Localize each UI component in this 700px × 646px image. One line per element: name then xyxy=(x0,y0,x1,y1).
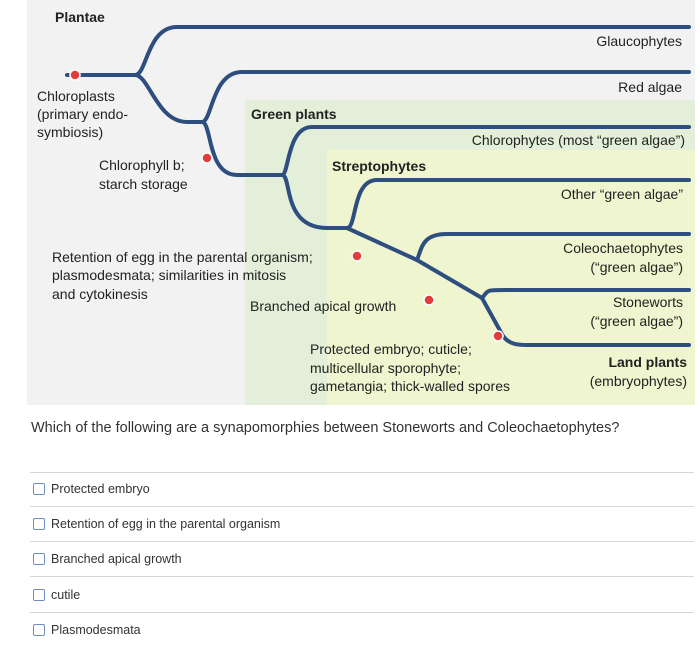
option-branched-apical-growth[interactable]: Branched apical growth xyxy=(33,549,182,569)
option-plasmodesmata[interactable]: Plasmodesmata xyxy=(33,620,141,640)
trait-protected-embryo-3: gametangia; thick-walled spores xyxy=(310,378,510,394)
option-label: cutile xyxy=(51,588,81,602)
branch-coleochaetophytes xyxy=(415,232,691,262)
trait-chloroplasts-2: (primary endo- xyxy=(37,106,128,122)
trait-chloroplasts: Chloroplasts xyxy=(37,88,115,104)
branch-red-algae xyxy=(200,70,691,124)
branch-chlorophytes xyxy=(280,125,691,177)
trait-egg-retention-2: plasmodesmata; similarities in mitosis xyxy=(52,267,286,283)
checkbox-plasmodesmata[interactable] xyxy=(33,624,45,636)
marker-egg-retention xyxy=(351,250,363,262)
option-label: Retention of egg in the parental organis… xyxy=(51,517,281,531)
branch-green-plants xyxy=(200,120,284,177)
divider xyxy=(30,612,694,613)
trait-branched-growth: Branched apical growth xyxy=(250,298,396,314)
branch-stoneworts-plus xyxy=(415,258,484,300)
label-embryophytes: (embryophytes) xyxy=(590,373,687,389)
branch-glaucophytes xyxy=(133,25,691,77)
label-coleochaetophytes-note: (“green algae”) xyxy=(590,259,683,275)
trait-starch-storage: starch storage xyxy=(99,176,188,192)
trait-chlorophyll-b: Chlorophyll b; xyxy=(99,157,185,173)
checkbox-protected-embryo[interactable] xyxy=(33,483,45,495)
checkbox-retention-of-egg[interactable] xyxy=(33,518,45,530)
label-green-plants: Green plants xyxy=(251,106,337,122)
divider xyxy=(30,472,694,473)
branch-chloroplast-clade xyxy=(133,73,204,124)
label-plantae: Plantae xyxy=(55,9,105,25)
label-coleochaetophytes: Coleochaetophytes xyxy=(563,240,683,256)
marker-protected-embryo xyxy=(492,330,504,342)
branch-other-green-algae xyxy=(345,178,691,230)
tip-labels: Glaucophytes Red algae Chlorophytes (mos… xyxy=(472,33,687,389)
option-label: Branched apical growth xyxy=(51,552,182,566)
label-land-plants: Land plants xyxy=(608,354,687,370)
label-glaucophytes: Glaucophytes xyxy=(596,33,682,49)
checkbox-branched-apical-growth[interactable] xyxy=(33,553,45,565)
trait-egg-retention-3: and cytokinesis xyxy=(52,286,148,302)
divider xyxy=(30,576,694,577)
phylogeny-figure: Glaucophytes Red algae Chlorophytes (mos… xyxy=(27,0,695,405)
trait-protected-embryo: Protected embryo; cuticle; xyxy=(310,341,472,357)
branch-streptophytes xyxy=(280,173,349,230)
tree-markers xyxy=(69,69,504,342)
option-label: Protected embryo xyxy=(51,482,150,496)
branch-stoneworts xyxy=(480,288,691,300)
marker-chlorophyll-b xyxy=(201,152,213,164)
marker-chloroplasts xyxy=(69,69,81,81)
question-text: Which of the following are a synapomorph… xyxy=(31,420,620,436)
trait-labels: Chloroplasts (primary endo- symbiosis) C… xyxy=(37,88,510,394)
label-streptophytes: Streptophytes xyxy=(332,158,426,174)
option-cutile[interactable]: cutile xyxy=(33,585,80,605)
label-stoneworts-note: (“green algae”) xyxy=(590,313,683,329)
divider xyxy=(30,506,694,507)
label-stoneworts: Stoneworts xyxy=(613,294,683,310)
tree-branches xyxy=(65,25,691,347)
trait-protected-embryo-2: multicellular sporophyte; xyxy=(310,360,461,376)
option-protected-embryo[interactable]: Protected embryo xyxy=(33,479,150,499)
divider xyxy=(30,541,694,542)
group-labels: Plantae Green plants Streptophytes xyxy=(55,9,426,174)
marker-branched-growth xyxy=(423,294,435,306)
trait-egg-retention: Retention of egg in the parental organis… xyxy=(52,249,313,265)
option-retention-of-egg[interactable]: Retention of egg in the parental organis… xyxy=(33,514,280,534)
label-other-green-algae: Other “green algae” xyxy=(561,186,684,202)
branch-core-streptophytes xyxy=(345,226,419,262)
label-chlorophytes: Chlorophytes (most “green algae”) xyxy=(472,132,685,148)
streptophytes-panel xyxy=(327,150,695,405)
label-red-algae: Red algae xyxy=(618,79,682,95)
option-label: Plasmodesmata xyxy=(51,623,141,637)
checkbox-cutile[interactable] xyxy=(33,589,45,601)
trait-chloroplasts-3: symbiosis) xyxy=(37,124,103,140)
